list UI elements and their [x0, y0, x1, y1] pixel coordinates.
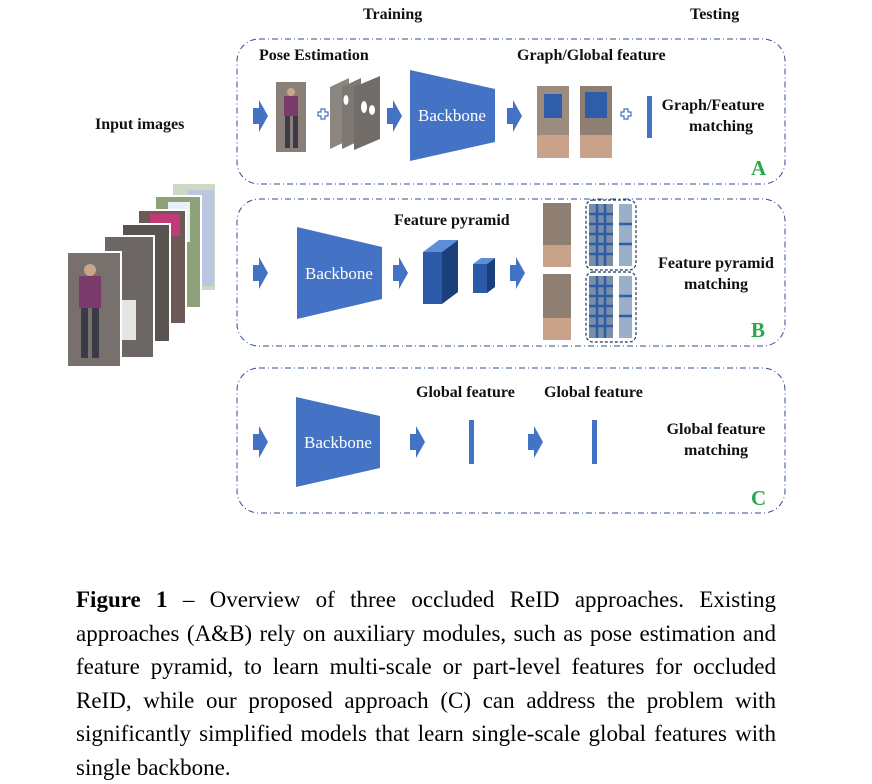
- global-feature-matching-label-1: Global feature: [667, 421, 766, 438]
- feature-pyramid-label: Feature pyramid: [394, 212, 510, 229]
- graph-feature-image-1: [537, 86, 569, 158]
- panel-b-frame: [236, 198, 786, 347]
- arrow-icon: [528, 426, 543, 458]
- pyramid-image-top: [543, 199, 637, 271]
- arrow-icon: [410, 426, 425, 458]
- pose-estimation-label: Pose Estimation: [259, 47, 369, 64]
- figure-caption: Figure 1 – Overview of three occluded Re…: [76, 583, 776, 784]
- global-feature-label-1: Global feature: [416, 384, 515, 401]
- global-feature-vector-2: [592, 420, 597, 464]
- backbone-b: [297, 227, 382, 319]
- arrow-icon: [507, 100, 522, 132]
- arrow-icon: [253, 100, 268, 132]
- pyramid-cube-large: [423, 240, 458, 304]
- testing-label: Testing: [690, 6, 739, 23]
- global-feature-vector-1: [469, 420, 474, 464]
- panel-b-letter: B: [751, 318, 765, 342]
- feature-pyramid-matching-label-2: matching: [684, 276, 748, 293]
- arrow-icon: [393, 257, 408, 289]
- graph-feature-matching-label-1: Graph/Feature: [662, 97, 765, 114]
- approach-diagram: Training Testing Input images Pose Estim…: [66, 6, 786, 514]
- panel-c-letter: C: [751, 486, 766, 510]
- arrow-icon: [253, 257, 268, 289]
- panel-a-letter: A: [751, 156, 767, 180]
- panel-a-frame: [236, 38, 786, 185]
- panel-c-frame: [236, 367, 786, 514]
- backbone-b-label: Backbone: [305, 264, 373, 283]
- graph-feature-image-2: [580, 86, 612, 158]
- backbone-a: [410, 70, 495, 161]
- plus-icon: [620, 108, 632, 120]
- backbone-c: [296, 397, 380, 487]
- pose-input-image: [276, 82, 306, 152]
- graph-global-feature-label: Graph/Global feature: [517, 47, 666, 64]
- graph-feature-matching-label-2: matching: [689, 118, 753, 135]
- backbone-c-label: Backbone: [304, 433, 372, 452]
- training-label: Training: [363, 6, 422, 23]
- pose-heatmaps: [330, 76, 380, 150]
- arrow-icon: [510, 257, 525, 289]
- input-images-label: Input images: [95, 116, 184, 133]
- pyramid-image-bottom: [543, 271, 637, 343]
- feature-pyramid-matching-label-1: Feature pyramid: [658, 255, 774, 272]
- input-image-stack: [66, 182, 217, 368]
- backbone-a-label: Backbone: [418, 106, 486, 125]
- feature-vector: [647, 96, 652, 138]
- arrow-icon: [387, 100, 402, 132]
- caption-text: – Overview of three occluded ReID approa…: [76, 587, 777, 780]
- plus-icon: [317, 108, 329, 120]
- global-feature-matching-label-2: matching: [684, 442, 748, 459]
- global-feature-label-2: Global feature: [544, 384, 643, 401]
- pyramid-cube-small: [473, 258, 495, 293]
- figure-label: Figure 1: [76, 587, 168, 612]
- arrow-icon: [253, 426, 268, 458]
